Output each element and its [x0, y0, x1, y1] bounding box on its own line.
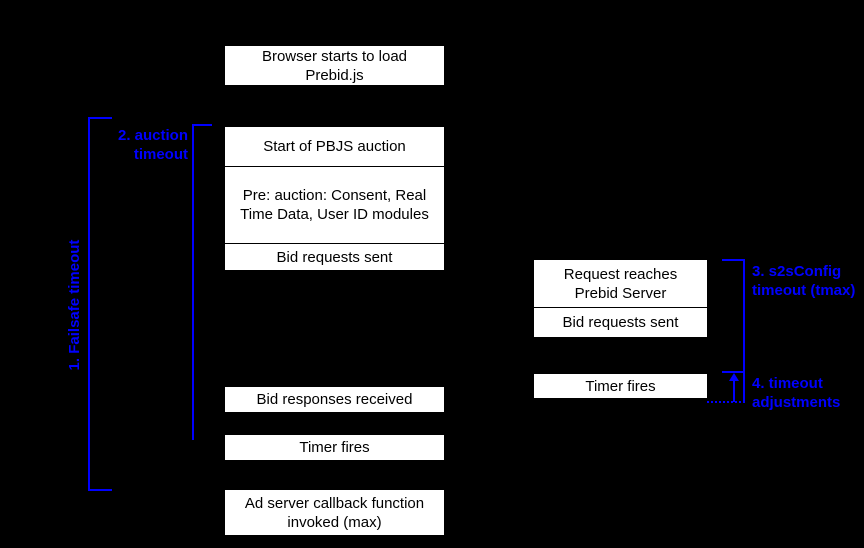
- label-s2s-timeout-line1: 3. s2sConfig: [752, 263, 842, 280]
- label-failsafe-timeout: 1. Failsafe timeout: [66, 239, 83, 371]
- event-box-auction-start: Start of PBJS auction: [224, 126, 445, 167]
- event-box-timer-fires: Timer fires: [224, 434, 445, 461]
- event-box-bid-requests-sent: Bid requests sent: [224, 243, 445, 271]
- arrow-up-icon: [729, 373, 739, 381]
- event-box-bid-responses-received: Bid responses received: [224, 386, 445, 413]
- event-box-pre-auction-modules: Pre: auction: Consent, Real Time Data, U…: [224, 166, 445, 244]
- label-s2s-timeout: 3. s2sConfig timeout (tmax): [752, 262, 864, 300]
- event-box-browser-load: Browser starts to load Prebid.js: [224, 45, 445, 86]
- label-timeout-adjustments: 4. timeout adjustments: [752, 374, 864, 412]
- label-auction-timeout: 2. auction timeout: [86, 126, 188, 164]
- label-auction-timeout-line1: 2. auction: [117, 127, 188, 144]
- bracket-failsafe-timeout: [88, 117, 112, 491]
- event-box-server-bid-requests-sent: Bid requests sent: [533, 307, 708, 338]
- bracket-s2s-timeout: [722, 259, 745, 373]
- arrow-up-shaft: [733, 379, 735, 402]
- label-timeout-adjustments-line1: 4. timeout: [752, 375, 823, 392]
- label-timeout-adjustments-line2: adjustments: [752, 394, 841, 411]
- event-box-request-reaches-server: Request reaches Prebid Server: [533, 259, 708, 308]
- label-auction-timeout-line2: timeout: [133, 146, 188, 163]
- dotted-baseline: [707, 401, 745, 403]
- event-box-ad-server-callback: Ad server callback function invoked (max…: [224, 489, 445, 536]
- bracket-auction-timeout: [192, 124, 212, 440]
- line-adjustments-vertical: [743, 373, 745, 403]
- label-s2s-timeout-line2: timeout (tmax): [752, 282, 856, 299]
- event-box-server-timer-fires: Timer fires: [533, 373, 708, 399]
